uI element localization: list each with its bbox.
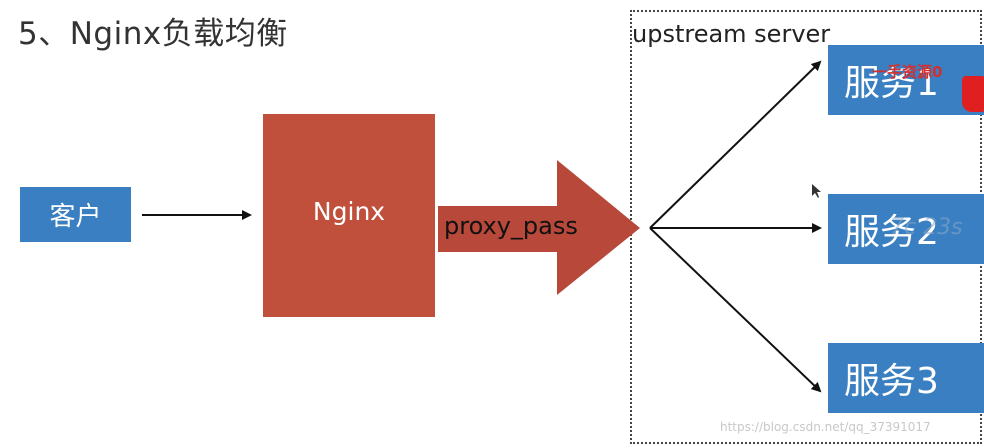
server-2-label: 服务2 xyxy=(844,212,939,253)
cursor-icon xyxy=(812,184,821,198)
client-box: 客户 xyxy=(20,187,131,242)
watermark-top: 一手资源0 xyxy=(872,63,943,81)
nginx-label: Nginx xyxy=(312,197,386,226)
to-server1-arrow xyxy=(649,60,822,229)
server-3-box: 服务3 xyxy=(828,343,984,413)
server-2-box: 服务2 xyxy=(828,194,984,264)
server-1-label: 服务1 xyxy=(844,63,939,104)
watermark-url: https://blog.csdn.net/qq_37391017 xyxy=(720,420,931,434)
server-1-box: 服务1 xyxy=(828,45,984,115)
client-label: 客户 xyxy=(49,202,102,232)
proxy-pass-label: proxy_pass xyxy=(444,212,578,240)
page-title: 5、Nginx负载均衡 xyxy=(18,16,288,52)
watermark-middle: 7c 23s xyxy=(890,215,963,240)
proxy-pass-arrow xyxy=(438,160,640,295)
nginx-box: Nginx xyxy=(263,114,435,317)
watermark-red-mark xyxy=(962,76,984,112)
server-3-label: 服务3 xyxy=(844,361,939,402)
upstream-label: upstream server xyxy=(632,20,831,48)
to-server3-arrow xyxy=(649,227,822,393)
